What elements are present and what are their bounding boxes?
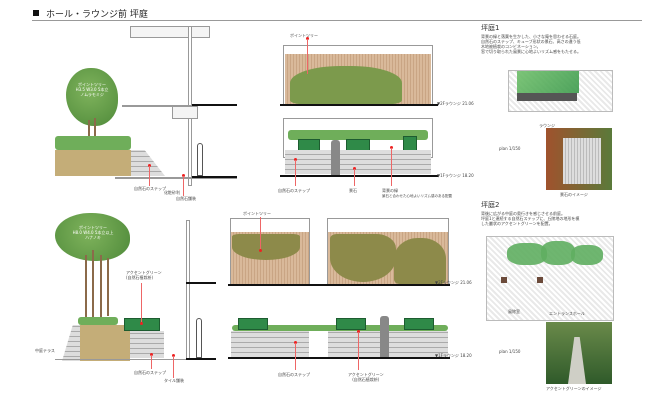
label-point-tree: ポイントツリー bbox=[243, 211, 271, 216]
desc-line: 背後に広がる中庭の奥行きを感じさせる前庭。 bbox=[481, 211, 565, 216]
plan1-scale: plan 1/150 bbox=[499, 146, 521, 151]
label-gravel: 化粧砂利 bbox=[164, 190, 180, 195]
desc-line: 坪庭1と連続する自然石ステップに、丘陵地の地形を模 bbox=[481, 216, 580, 221]
label-accent: アクセントグリーン(自然石植栽枡) bbox=[348, 372, 384, 382]
garden2-heading: 坪庭2 bbox=[481, 201, 500, 209]
label-accent: アクセントグリーン(自然石植栽枡) bbox=[126, 270, 162, 280]
plan-2 bbox=[486, 236, 614, 321]
label-bg-green: 背景の緑 bbox=[382, 188, 398, 193]
garden1-description: 背景の緑と落葉を生かした、小さな庵を思わせる石庭。 自然石のステップ、キューブ形… bbox=[481, 34, 581, 54]
tree-size-label: H3.5 W3.0 5本立 bbox=[75, 87, 109, 92]
desc-line: した叢状のアクセントグリーンを配置。 bbox=[481, 221, 553, 226]
page-title: ホール・ラウンジ前 坪庭 bbox=[46, 10, 148, 20]
desc-line: 窓で切り取られた風景に心地よいリズム感をもたせる。 bbox=[481, 49, 581, 54]
garden2-description: 背後に広がる中庭の奥行きを感じさせる前庭。 坪庭1と連続する自然石ステップに、丘… bbox=[481, 211, 579, 226]
label-terrace: 中庭テラス bbox=[35, 348, 55, 353]
tree-size-label: H8.0 W4.0 5本立以上 bbox=[72, 230, 114, 235]
plan2-vestibule: 風除室 bbox=[508, 309, 520, 314]
label-paving: タイル舗装 bbox=[164, 378, 184, 383]
desc-line: 自然石のステップ、キューブ形状の景石、高さの違う低 bbox=[481, 39, 581, 44]
tree-name-label: ポイントツリー bbox=[79, 225, 107, 230]
photo1-caption: 景石のイメージ bbox=[560, 192, 588, 197]
label-point-tree: ポイントツリー bbox=[290, 33, 318, 38]
garden1-heading: 坪庭1 bbox=[481, 24, 500, 32]
level-2f: ▼2Fラウンジ 21.06 bbox=[437, 101, 474, 106]
label-step: 自然石のステップ bbox=[134, 370, 166, 375]
accent-green-photo bbox=[546, 322, 612, 384]
level-1f: ▼1Fラウンジ 18.20 bbox=[437, 173, 474, 178]
level-1f: ▼1Fラウンジ 18.20 bbox=[435, 353, 472, 358]
label-paving: 自然石舗装 bbox=[176, 196, 196, 201]
label-rhythm: 景石と合わせた心地よいリズム感のある配置 bbox=[382, 194, 452, 198]
label-rock: 景石 bbox=[349, 188, 357, 193]
label-step: 自然石のステップ bbox=[134, 186, 166, 191]
plan2-scale: plan 1/150 bbox=[499, 349, 521, 354]
rock-image-photo bbox=[546, 128, 612, 190]
person-silhouette bbox=[197, 143, 203, 176]
tree-species-label: ハナノキ bbox=[85, 235, 101, 240]
desc-line: 背景の緑と落葉を生かした、小さな庵を思わせる石庭。 bbox=[481, 34, 581, 39]
plan-1 bbox=[508, 70, 613, 112]
tree-species-label: ノムラモミジ bbox=[80, 92, 104, 97]
label-step: 自然石のステップ bbox=[278, 188, 310, 193]
title-square-icon bbox=[33, 10, 39, 16]
plan1-room: ラウンジ bbox=[539, 123, 555, 128]
desc-line: 木地被植栽のコンビネーション。 bbox=[481, 44, 541, 49]
plan2-hall: エントランスホール bbox=[549, 311, 585, 316]
photo2-caption: アクセントグリーンのイメージ bbox=[546, 386, 602, 391]
level-2f: ▼2Fラウンジ 21.06 bbox=[435, 280, 472, 285]
label-step: 自然石のステップ bbox=[278, 372, 310, 377]
tree-name-label: ポイントツリー bbox=[78, 82, 106, 87]
title-rule bbox=[32, 20, 642, 21]
